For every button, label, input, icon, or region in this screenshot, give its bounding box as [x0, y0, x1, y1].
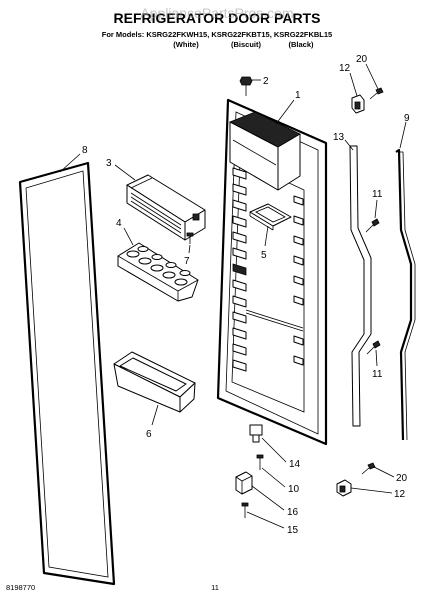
- callout-label: 12: [394, 489, 406, 500]
- callout-label: 16: [287, 507, 299, 518]
- variant-biscuit: (Biscuit): [231, 40, 262, 49]
- models-line: For Models: KSRG22FKWH15, KSRG22FKBT15, …: [102, 30, 332, 39]
- leader-line: [261, 437, 287, 463]
- footer-part-number: 8198770: [6, 583, 35, 592]
- leader-line: [123, 227, 134, 246]
- callout-label: 8: [82, 145, 88, 156]
- callout-label: 11: [372, 189, 383, 200]
- variant-black: (Black): [288, 40, 314, 49]
- leader-line: [264, 225, 269, 247]
- leader-line: [374, 199, 378, 219]
- leader-line: [373, 466, 395, 478]
- callout-label: 12: [339, 63, 351, 74]
- hinge-block: [235, 471, 253, 495]
- callout-label: 13: [333, 132, 345, 143]
- shelf-trim: [126, 174, 206, 241]
- handle-trim: [349, 145, 372, 427]
- callout-label: 20: [396, 473, 408, 484]
- leader-line: [59, 153, 81, 173]
- door-liner: [216, 98, 328, 446]
- footer-page-number: 11: [211, 583, 219, 592]
- callouts: 8 3 7 4 6 2 1 5 12 20 13 9 11 11 14 10 1…: [82, 54, 410, 536]
- callout-label: 3: [106, 158, 112, 169]
- watermark: AppliancePartsPros.com: [140, 5, 293, 21]
- trim-screw: [186, 232, 194, 244]
- handle-screw-upper: [365, 218, 380, 233]
- leader-line: [375, 349, 378, 367]
- leader-line: [114, 164, 136, 181]
- door-gasket: [18, 161, 116, 586]
- leader-line: [344, 139, 354, 151]
- leader-line: [365, 63, 379, 90]
- door-screw: [239, 76, 253, 96]
- leader-line: [275, 99, 295, 125]
- leader-line: [349, 72, 358, 97]
- variant-white: (White): [173, 40, 199, 49]
- bottom-bracket-screw: [361, 462, 376, 475]
- top-bracket-screw: [369, 87, 384, 100]
- leader-line: [151, 404, 159, 426]
- block-screw: [241, 502, 249, 518]
- leader-line: [251, 485, 285, 511]
- callout-label: 5: [261, 250, 267, 261]
- shelf-rails-right: [293, 195, 304, 366]
- leader-lines: [59, 63, 407, 529]
- callout-label: 4: [116, 218, 122, 229]
- callout-label: 11: [372, 369, 383, 380]
- handle-screw-lower: [366, 340, 381, 355]
- leader-line: [399, 121, 407, 149]
- egg-tray: [117, 242, 199, 302]
- trim-strip: [395, 148, 416, 441]
- callout-label: 14: [289, 459, 301, 470]
- callout-label: 6: [146, 429, 152, 440]
- shelf-rails-left: [232, 167, 247, 372]
- hinge-screw: [256, 454, 264, 470]
- bottom-bracket: [336, 479, 352, 497]
- hinge-pin: [249, 424, 263, 443]
- door-bin: [113, 351, 196, 413]
- leader-line: [246, 511, 285, 529]
- callout-label: 15: [287, 525, 299, 536]
- callout-label: 1: [295, 90, 301, 101]
- callout-label: 2: [263, 76, 269, 87]
- small-tray: [249, 203, 292, 231]
- leader-line: [350, 487, 393, 494]
- page-title: REFRIGERATOR DOOR PARTS: [114, 10, 321, 26]
- callout-label: 10: [288, 484, 300, 495]
- leader-line: [261, 467, 286, 488]
- callout-label: 7: [184, 256, 190, 267]
- top-bracket: [351, 94, 365, 114]
- callout-label: 20: [356, 54, 368, 65]
- leader-line: [188, 244, 191, 254]
- callout-label: 9: [404, 113, 410, 124]
